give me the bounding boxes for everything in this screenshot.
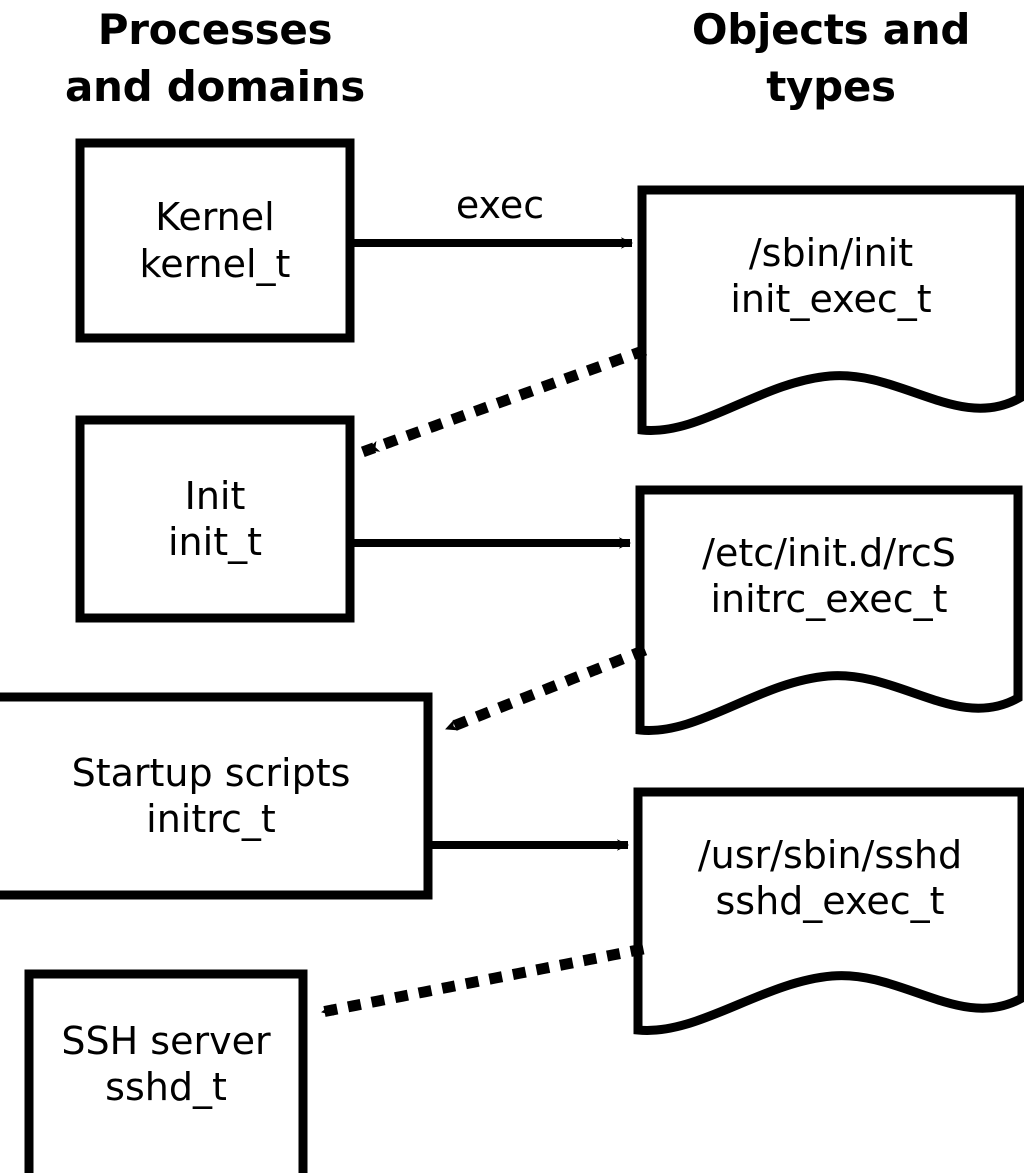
object-doc-sshd-exec[interactable] [633,787,1024,1035]
column-header-objects: Objects and types [691,5,971,111]
process-box-sshd[interactable] [24,969,308,1173]
process-box-kernel[interactable] [75,138,355,343]
edge-initrcexec-to-initrc [438,644,648,737]
process-box-init[interactable] [75,415,355,623]
process-box-initrc[interactable] [0,692,433,900]
edge-label-exec: exec [455,183,545,227]
object-doc-init-exec[interactable] [637,185,1024,435]
object-doc-initrc-exec[interactable] [635,485,1023,735]
edge-sshdexec-to-sshd [315,943,645,1019]
column-header-processes: Processes and domains [65,5,365,111]
edge-initexec-to-init [360,344,648,458]
